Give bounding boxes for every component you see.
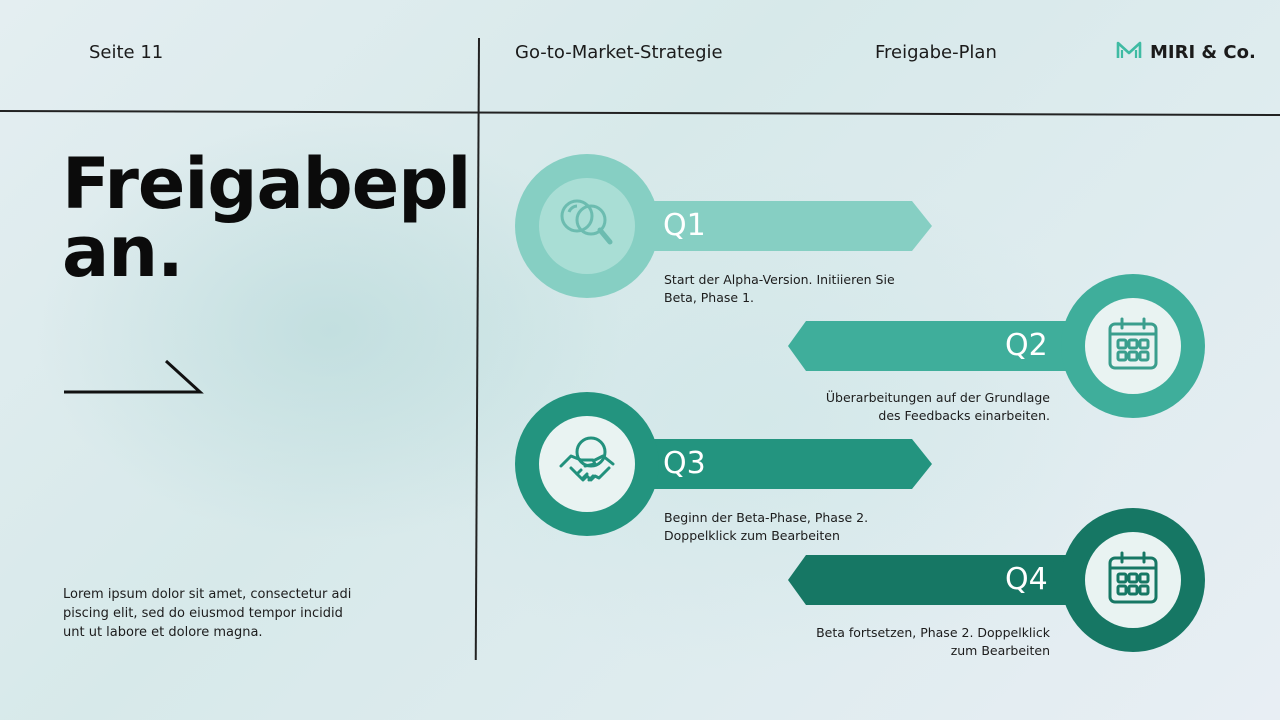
brand-name: MIRI & Co.	[1150, 41, 1256, 63]
handshake-icon	[555, 430, 619, 498]
section-title: Go-to-Market-Strategie	[515, 42, 723, 63]
q4-description: Beta fortsetzen, Phase 2. Doppelklick zu…	[816, 625, 1050, 658]
vertical-divider	[474, 38, 480, 661]
q2-band	[788, 321, 1118, 371]
brand-mark-icon	[1116, 40, 1142, 64]
magnifier-icon	[555, 192, 619, 260]
brand-logo: MIRI & Co.	[1116, 40, 1256, 64]
q1-label: Q1	[663, 208, 706, 243]
intro-text: Lorem ipsum dolor sit amet, consectetur …	[63, 587, 352, 640]
calendar-icon	[1104, 549, 1162, 611]
q2-circle	[1061, 274, 1205, 418]
q4-band	[788, 555, 1118, 605]
arrow-right-icon	[62, 358, 204, 402]
q4-circle	[1061, 508, 1205, 652]
q3-label: Q3	[663, 446, 706, 481]
page-title: Freigabeplan.	[62, 143, 471, 293]
q3-band	[600, 439, 932, 489]
q4-label: Q4	[1005, 562, 1048, 597]
calendar-icon	[1104, 315, 1162, 377]
q3-circle	[515, 392, 659, 536]
subsection-title: Freigabe-Plan	[875, 42, 997, 63]
q2-label: Q2	[1005, 328, 1048, 363]
q3-description: Beginn der Beta-Phase, Phase 2. Doppelkl…	[664, 510, 869, 543]
q1-band	[600, 201, 932, 251]
q1-description: Start der Alpha-Version. Initiieren Sie …	[664, 272, 895, 305]
q2-description: Überarbeitungen auf der Grundlage des Fe…	[825, 390, 1050, 423]
q1-circle	[515, 154, 659, 298]
page-number: Seite 11	[89, 42, 164, 63]
header-divider	[0, 110, 1280, 117]
